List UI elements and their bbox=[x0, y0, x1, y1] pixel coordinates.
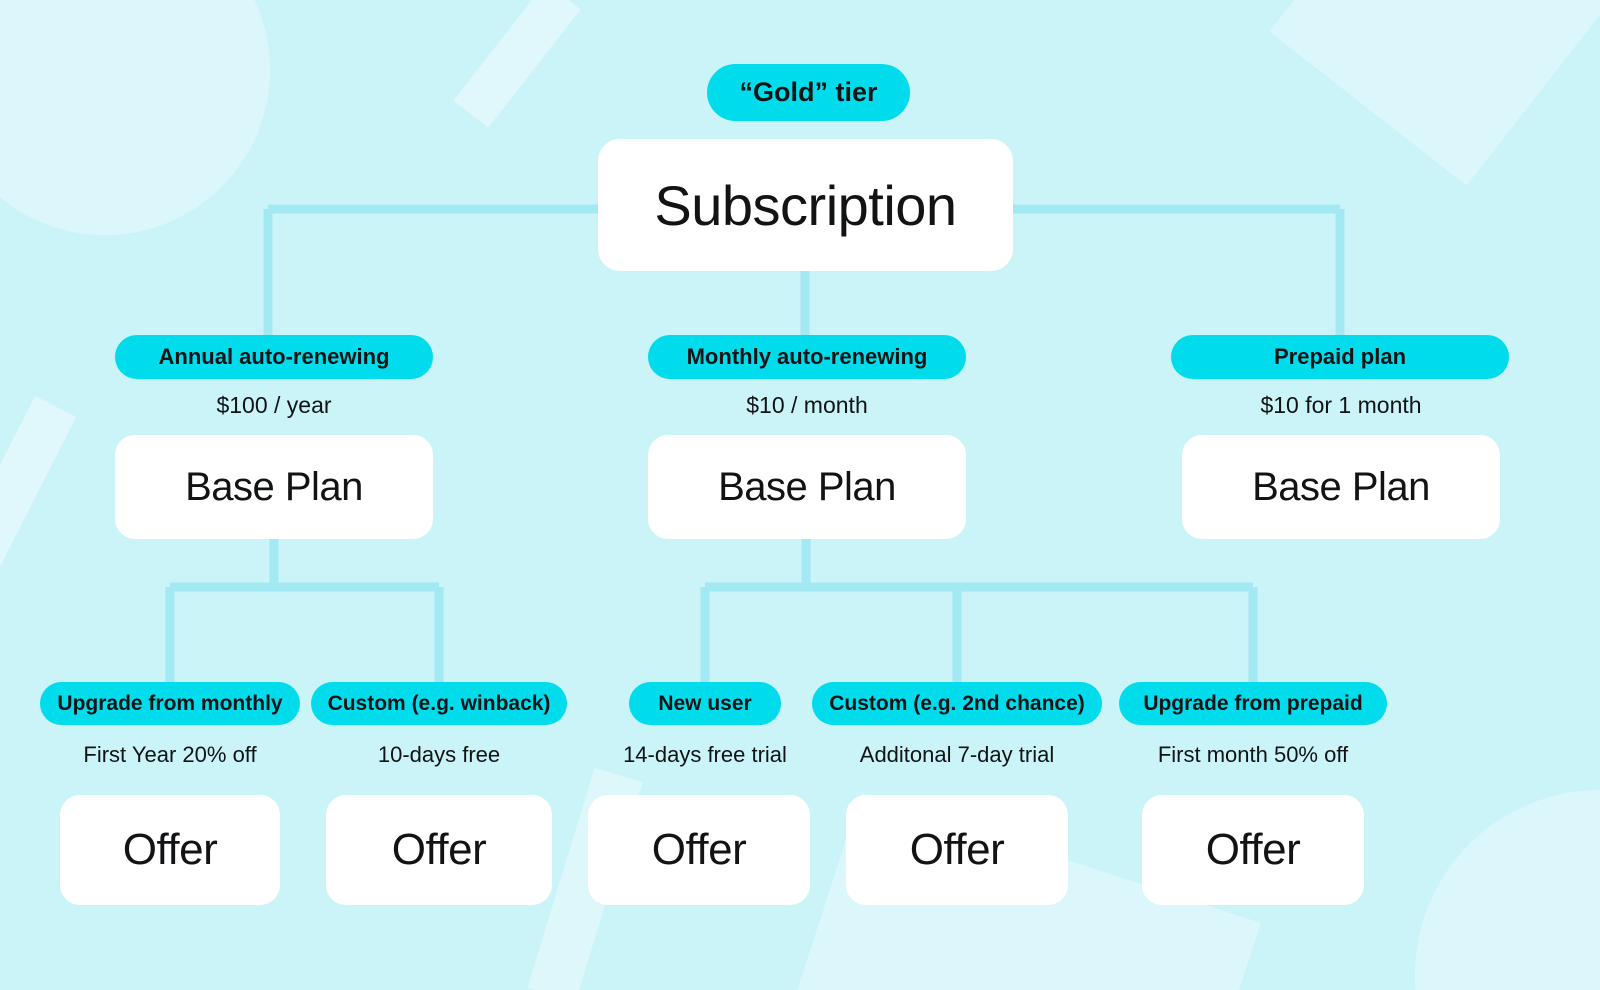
offer-pill-upgrade-from-monthly[interactable]: Upgrade from monthly bbox=[40, 682, 300, 725]
offer-card-upgrade-from-monthly[interactable]: Offer bbox=[60, 795, 280, 905]
plan-price-monthly: $10 / month bbox=[746, 392, 868, 418]
plan-card-monthly-base-plan[interactable]: Base Plan bbox=[648, 435, 966, 539]
tier-badge[interactable]: “Gold” tier bbox=[707, 64, 910, 121]
offer-card-upgrade-from-prepaid[interactable]: Offer bbox=[1142, 795, 1364, 905]
offer-detail-upgrade-from-monthly: First Year 20% off bbox=[83, 742, 257, 767]
offer-detail-new-user: 14-days free trial bbox=[623, 742, 787, 767]
plan-pill-prepaid-plan[interactable]: Prepaid plan bbox=[1171, 335, 1509, 379]
plan-price-annual: $100 / year bbox=[216, 392, 332, 418]
offer-pill-custom-winback[interactable]: Custom (e.g. winback) bbox=[311, 682, 567, 725]
plan-card-annual-base-plan[interactable]: Base Plan bbox=[115, 435, 433, 539]
offer-card-custom-winback[interactable]: Offer bbox=[326, 795, 552, 905]
offer-detail-upgrade-from-prepaid: First month 50% off bbox=[1157, 742, 1349, 767]
offer-pill-upgrade-from-prepaid[interactable]: Upgrade from prepaid bbox=[1119, 682, 1387, 725]
plan-pill-monthly-auto-renewing[interactable]: Monthly auto-renewing bbox=[648, 335, 966, 379]
offer-pill-custom-2nd-chance[interactable]: Custom (e.g. 2nd chance) bbox=[812, 682, 1102, 725]
plan-pill-annual-auto-renewing[interactable]: Annual auto-renewing bbox=[115, 335, 433, 379]
offer-pill-new-user[interactable]: New user bbox=[629, 682, 781, 725]
plan-card-prepaid-base-plan[interactable]: Base Plan bbox=[1182, 435, 1500, 539]
offer-card-new-user[interactable]: Offer bbox=[588, 795, 810, 905]
offer-card-custom-2nd-chance[interactable]: Offer bbox=[846, 795, 1068, 905]
offer-detail-custom-2nd-chance: Additonal 7-day trial bbox=[859, 742, 1055, 767]
plan-price-prepaid: $10 for 1 month bbox=[1260, 392, 1422, 418]
root-node-subscription[interactable]: Subscription bbox=[598, 139, 1013, 271]
offer-detail-custom-winback: 10-days free bbox=[377, 742, 501, 767]
